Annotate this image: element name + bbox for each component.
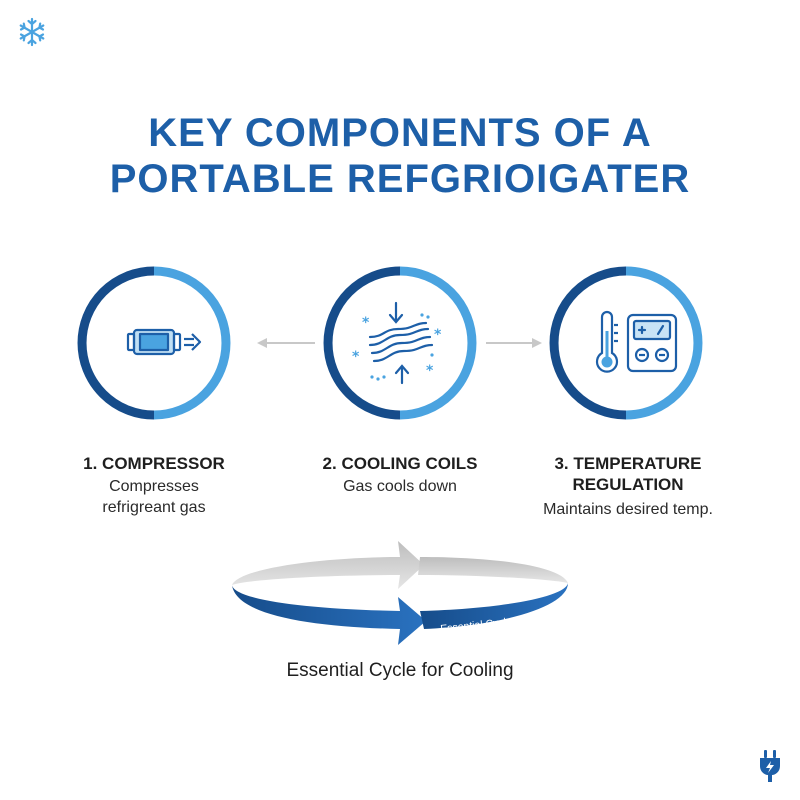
cycle-band-back	[232, 541, 424, 589]
svg-text:*: *	[352, 349, 360, 365]
cooling-coils-description: Gas cools down	[343, 478, 457, 495]
page-title-line-1: KEY COMPONENTS OF A	[148, 111, 652, 155]
compressor-icon	[126, 328, 202, 356]
svg-text:*: *	[426, 363, 434, 379]
cycle-band-back-right	[418, 557, 568, 583]
cycle-band-front	[232, 585, 426, 645]
connector-arrow-right	[486, 338, 542, 348]
cycle-band-front-right	[420, 583, 568, 629]
cooling-cycle-diagram: Essential Cycle for Cooling	[232, 541, 568, 645]
page-title-line-2: PORTABLE REFGRIOIGATER	[109, 157, 691, 201]
cooling-coils-icon: * * * *	[352, 301, 442, 385]
temperature-regulation-title: 3. TEMPERATURE REGULATION	[554, 454, 702, 494]
svg-text:*: *	[362, 315, 370, 331]
svg-text:*: *	[434, 327, 442, 343]
compressor-title: 1. COMPRESSOR	[83, 454, 225, 473]
thermostat-icon	[595, 310, 678, 373]
temperature-regulation-description: Maintains desired temp.	[543, 501, 713, 518]
compressor-ring	[77, 266, 231, 420]
plug-icon	[760, 750, 780, 782]
thermostat-ring	[549, 266, 703, 420]
cooling-coils-ring: * * * *	[323, 266, 477, 420]
page-title: KEY COMPONENTS OF A PORTABLE REFGRIOIGAT…	[0, 110, 800, 202]
cycle-caption: Essential Cycle for Cooling	[286, 660, 514, 681]
connector-arrow-left	[257, 338, 315, 348]
snowflake-icon	[19, 17, 45, 47]
cooling-coils-title: 2. COOLING COILS	[322, 454, 478, 473]
compressor-description: Compresses refrigreant gas	[102, 478, 206, 516]
